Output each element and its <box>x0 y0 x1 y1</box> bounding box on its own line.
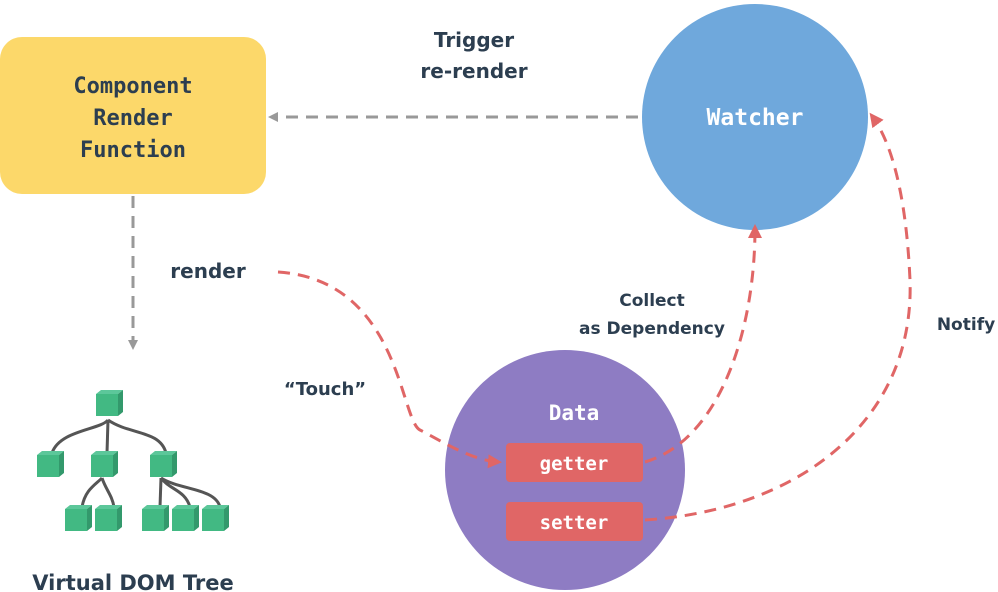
vdom-root-node <box>96 390 123 416</box>
notify-label: Notify <box>937 315 995 335</box>
vdom-node <box>37 451 64 477</box>
collect-label-line1: Collect <box>619 291 685 311</box>
watcher-circle <box>642 4 868 230</box>
vdom-node <box>91 451 118 477</box>
watcher-node: Watcher <box>642 4 868 230</box>
component-label-line2: Render <box>93 106 172 131</box>
setter-label: setter <box>540 512 609 534</box>
collect-dependency-arrow <box>644 224 762 464</box>
data-node: Data getter setter <box>445 350 685 590</box>
notify-arrow <box>644 112 912 522</box>
component-box-bg <box>0 37 266 194</box>
getter-label: getter <box>540 453 609 475</box>
vdom-node <box>150 451 177 477</box>
setter-box <box>506 502 643 541</box>
vdom-node <box>142 505 169 531</box>
trigger-label-line1: Trigger <box>434 28 514 52</box>
watcher-label: Watcher <box>707 105 804 131</box>
component-label-line1: Component <box>73 74 192 99</box>
touch-label: “Touch” <box>284 379 366 400</box>
trigger-label-line2: re-render <box>420 59 527 83</box>
getter-box <box>506 443 643 482</box>
component-render-function-box: Component Render Function <box>0 37 266 194</box>
vdom-node <box>172 505 199 531</box>
data-label: Data <box>549 401 600 425</box>
vdom-node <box>202 505 229 531</box>
collect-label-line2: as Dependency <box>579 319 725 339</box>
vdom-node <box>95 505 122 531</box>
vdom-label: Virtual DOM Tree <box>32 571 233 592</box>
vdom-node <box>65 505 92 531</box>
virtual-dom-tree-icon <box>37 390 229 531</box>
component-label-line3: Function <box>80 138 186 163</box>
render-label: render <box>170 259 246 283</box>
